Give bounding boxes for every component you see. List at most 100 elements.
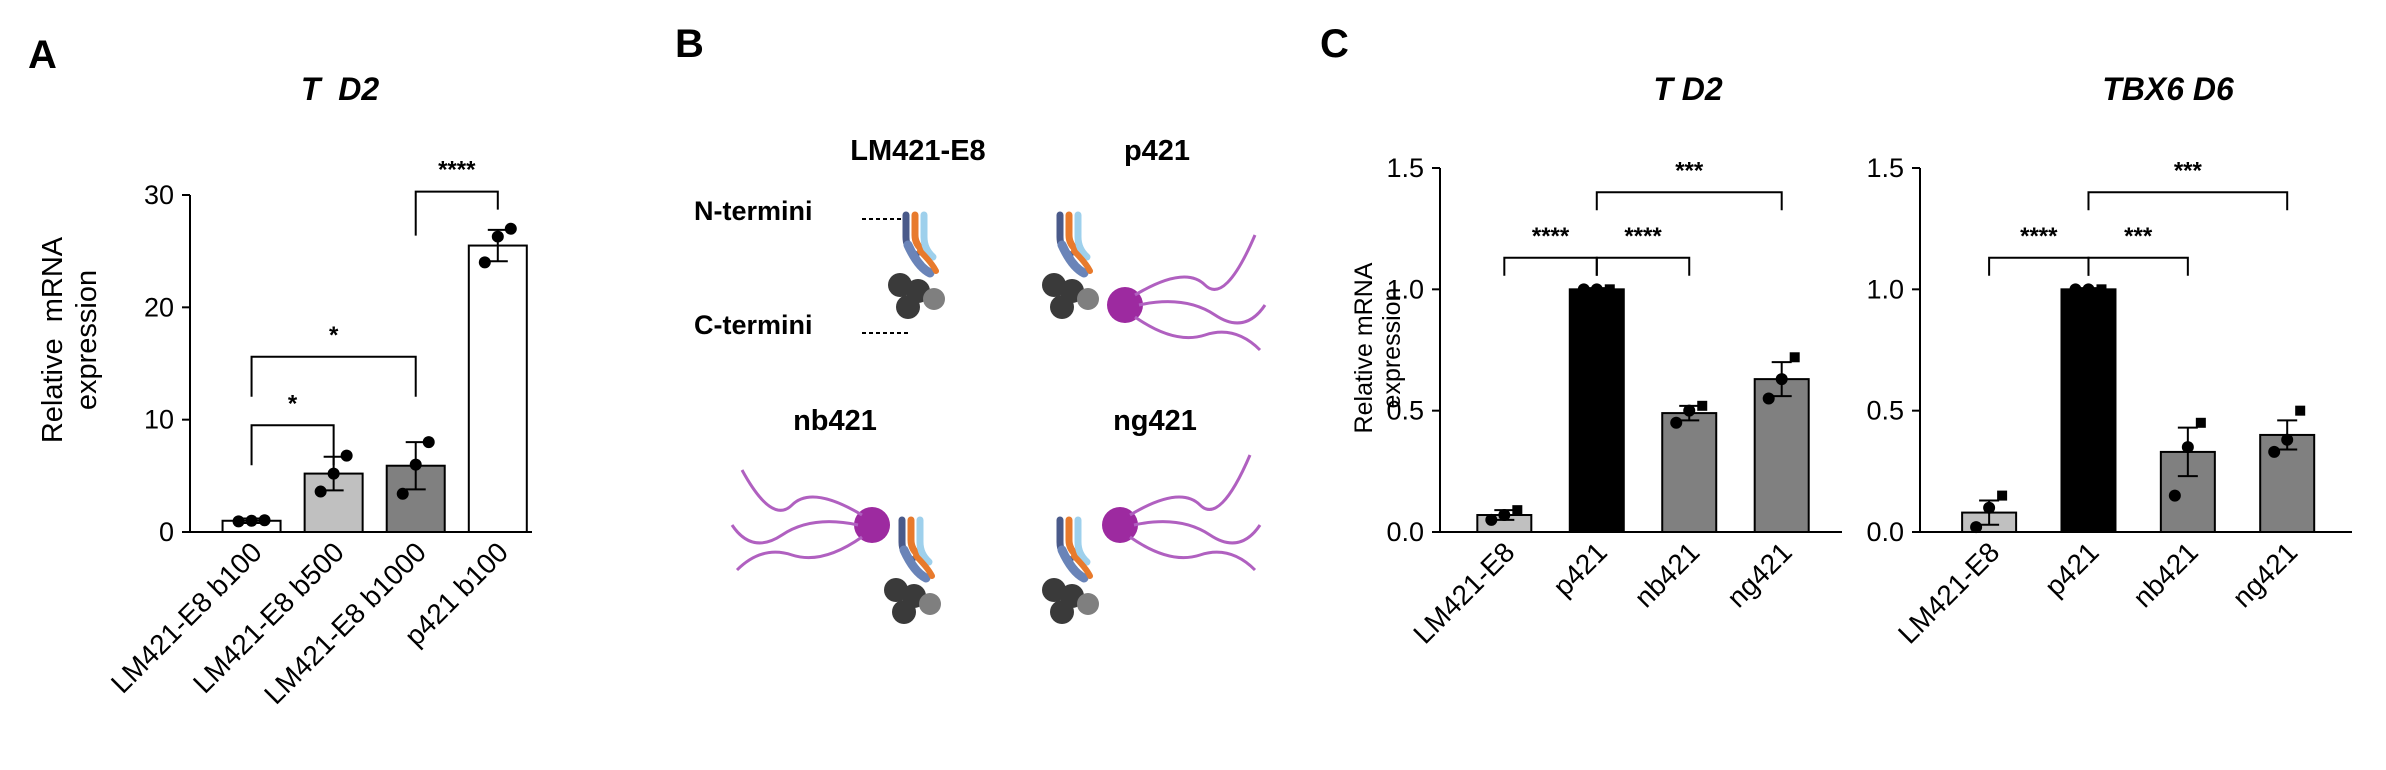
chart-c1-ytick-label: 1.0 bbox=[1386, 274, 1424, 304]
polymer-chain bbox=[1138, 300, 1267, 325]
chart-c1-ytick-label: 0.5 bbox=[1386, 396, 1424, 426]
chart-c1-data-point bbox=[1670, 416, 1683, 429]
chart-a-ytick-label: 10 bbox=[144, 405, 174, 435]
chart-c2-data-point bbox=[2281, 433, 2294, 446]
chart-c1-data-point bbox=[1604, 284, 1615, 295]
chart-c2-significance-bracket bbox=[1988, 256, 2090, 276]
chart-c2-data-point bbox=[2268, 445, 2281, 458]
chart-c1-data-point bbox=[1577, 283, 1590, 296]
chart-a-significance-bracket bbox=[414, 190, 499, 236]
polymer-chain bbox=[740, 469, 863, 517]
chart-c1-significance-label: **** bbox=[1532, 223, 1570, 250]
chart-c2-xtick-label: LM421-E8 bbox=[1892, 536, 2005, 649]
chart-a-title: T D2 bbox=[301, 71, 379, 107]
chart-a-data-point bbox=[258, 514, 271, 527]
chart-c2-significance-label: *** bbox=[2124, 223, 2153, 250]
lg-domain bbox=[1050, 600, 1074, 624]
chart-a-significance-bracket bbox=[250, 424, 335, 466]
chart-c1-bar bbox=[1568, 288, 1625, 534]
chart-c1-ytick-label: 0.0 bbox=[1386, 517, 1424, 547]
diagram-label-lm421-e8: LM421-E8 bbox=[850, 135, 985, 167]
chart-c1-xtick-label: p421 bbox=[1547, 536, 1613, 602]
chain-gamma bbox=[916, 516, 933, 566]
chart-c2-data-point bbox=[1983, 501, 1996, 514]
chart-c1-significance-label: *** bbox=[1675, 157, 1704, 184]
chart-a-data-point bbox=[327, 467, 340, 480]
chart-c2-significance-label: *** bbox=[2174, 157, 2203, 184]
chart-c2-ytick-label: 0.0 bbox=[1866, 517, 1904, 547]
chart-c1-xtick-label: nb421 bbox=[1628, 536, 1705, 613]
chain-coiled-coil bbox=[1057, 240, 1089, 278]
chart-c2-xtick-label: ng421 bbox=[2226, 536, 2303, 613]
chart-c1-bar bbox=[1661, 412, 1718, 533]
chain-beta-tail bbox=[913, 553, 935, 579]
chart-c2-data-point bbox=[2069, 283, 2082, 296]
diagram-label-p421: p421 bbox=[1124, 135, 1190, 167]
polymer-chain bbox=[1134, 315, 1262, 352]
chart-c1-xtick-label: ng421 bbox=[1721, 536, 1798, 613]
lg-domain bbox=[919, 593, 941, 615]
chain-coiled-coil bbox=[903, 240, 935, 278]
chart-a-data-point bbox=[409, 458, 422, 471]
chart-c2-significance-bracket bbox=[2087, 191, 2289, 211]
lg-domain bbox=[1077, 593, 1099, 615]
chart-a-ylabel-line2: expression bbox=[71, 270, 103, 410]
chart-a-data-point bbox=[504, 222, 517, 235]
chart-a-ytick-label: 20 bbox=[144, 292, 174, 322]
chart-c1-data-point bbox=[1762, 392, 1775, 405]
chart-a-xtick-label: LM421-E8 b100 bbox=[105, 536, 268, 699]
chart-c1-data-point bbox=[1775, 373, 1788, 386]
chart-c1-data-point bbox=[1590, 283, 1603, 296]
laminin-core bbox=[884, 516, 941, 624]
chart-c1-significance-bracket bbox=[1503, 256, 1598, 276]
diagram-label-ng421: ng421 bbox=[1113, 405, 1197, 437]
chart-a-data-point bbox=[340, 449, 353, 462]
chart-a-data-point bbox=[478, 256, 491, 269]
chart-c1-xtick-label: LM421-E8 bbox=[1407, 536, 1520, 649]
chart-a-bar bbox=[467, 244, 528, 534]
chart-c2-data-point bbox=[2082, 283, 2095, 296]
chart-c1: T D2 Relative mRNA expression 0.00.51.01… bbox=[1350, 71, 1842, 650]
chart-a-significance-label: * bbox=[288, 390, 298, 417]
chart-c2-ytick-label: 1.5 bbox=[1866, 153, 1904, 183]
chart-c2-xtick-label: nb421 bbox=[2127, 536, 2204, 613]
diagram-label-nb421: nb421 bbox=[793, 405, 877, 437]
lg-domain bbox=[1050, 295, 1074, 319]
polymer-chain bbox=[730, 520, 859, 545]
chart-a-ylabel-line1: Relative mRNA bbox=[37, 236, 69, 443]
chart-c1-ylabel-line2: expression bbox=[1378, 288, 1406, 409]
chart-a-ytick-label: 0 bbox=[159, 517, 174, 547]
chain-beta-tail bbox=[917, 248, 939, 274]
laminin-core bbox=[888, 211, 945, 319]
chart-c2-ytick-label: 1.0 bbox=[1866, 274, 1904, 304]
chart-c1-bar bbox=[1753, 378, 1810, 533]
chart-a-data-point bbox=[422, 436, 435, 449]
chart-c2-title: TBX6 D6 bbox=[2102, 71, 2234, 107]
c-termini-label: C-termini bbox=[694, 310, 813, 340]
chart-c1-data-point bbox=[1697, 400, 1708, 411]
chart-c2-significance-label: **** bbox=[2020, 223, 2058, 250]
chain-coiled-coil bbox=[1057, 545, 1089, 583]
chart-c1-data-point bbox=[1512, 505, 1523, 516]
n-termini-label: N-termini bbox=[694, 196, 813, 226]
chart-c1-title: T D2 bbox=[1653, 71, 1723, 107]
polymer-chain bbox=[1129, 535, 1257, 572]
polymer-chain bbox=[1134, 234, 1257, 297]
chart-a-data-point bbox=[232, 515, 245, 528]
chart-c2-significance-bracket bbox=[2087, 256, 2189, 276]
panel-letter-b: B bbox=[675, 22, 704, 66]
lg-domain bbox=[1077, 288, 1099, 310]
chart-a-data-point bbox=[396, 487, 409, 500]
chart-c1-data-point bbox=[1498, 509, 1511, 522]
laminin-core bbox=[1042, 516, 1099, 624]
chart-c1-data-point bbox=[1485, 513, 1498, 526]
chart-a-significance-label: **** bbox=[438, 157, 476, 184]
chart-a: T D2 Relative mRNA expression 0 10 20 30LM4… bbox=[37, 71, 532, 710]
chart-a-data-point bbox=[314, 485, 327, 498]
chart-c2-bar bbox=[2060, 288, 2117, 534]
chart-c2-data-point bbox=[1970, 521, 1983, 534]
chart-a-ytick-label: 30 bbox=[144, 180, 174, 210]
panel-letter-a: A bbox=[28, 33, 57, 77]
chart-c1-ylabel-line1: Relative mRNA bbox=[1350, 262, 1378, 433]
